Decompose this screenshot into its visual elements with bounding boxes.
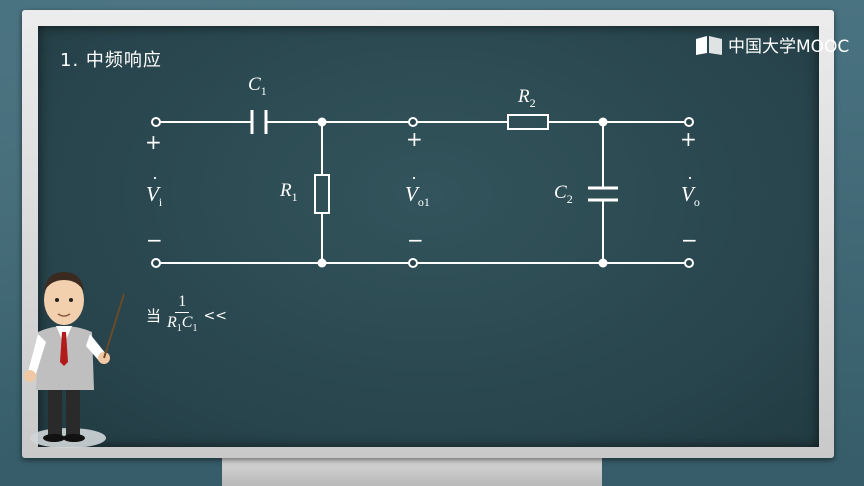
- r2-label: R2: [518, 86, 536, 110]
- vo-minus: −: [681, 228, 698, 252]
- condition-formula: 当 1 R1C1 <<: [146, 292, 227, 339]
- blackboard: [38, 26, 819, 447]
- c1-label: C1: [248, 74, 267, 98]
- terminal-out-bottom: [684, 258, 694, 268]
- r1-body: [314, 174, 330, 214]
- fraction-numerator: 1: [175, 292, 190, 313]
- mooc-logo: 中国大学MOOC: [694, 32, 849, 57]
- terminal-in-top: [151, 117, 161, 127]
- node-top-c2: [598, 117, 608, 127]
- vi-label: Vi: [146, 168, 162, 210]
- terminal-mid-top: [408, 117, 418, 127]
- r2-body: [507, 114, 549, 130]
- vo1-plus: +: [406, 127, 423, 151]
- logo-text: 中国大学MOOC: [728, 37, 850, 57]
- board-stand: [222, 458, 602, 486]
- r1-label: R1: [280, 180, 298, 204]
- vi-minus: −: [146, 228, 163, 252]
- vo1-label: Vo1: [405, 168, 430, 210]
- fraction: 1 R1C1: [167, 292, 197, 339]
- fraction-denominator: R1C1: [167, 314, 198, 335]
- node-top-r1: [317, 117, 327, 127]
- vo-plus: +: [680, 127, 697, 151]
- formula-relation: <<: [203, 307, 227, 324]
- terminal-out-top: [684, 117, 694, 127]
- node-bottom-r1: [317, 258, 327, 268]
- teacher-avatar: [24, 272, 125, 448]
- terminal-mid-bottom: [408, 258, 418, 268]
- slide-title: 1. 中频响应: [60, 50, 162, 71]
- c2-label: C2: [554, 182, 573, 206]
- vi-plus: +: [145, 130, 162, 154]
- formula-prefix: 当: [146, 307, 162, 326]
- vo-label: Vo: [681, 168, 700, 210]
- terminal-in-bottom: [151, 258, 161, 268]
- vo1-minus: −: [407, 228, 424, 252]
- node-bottom-c2: [598, 258, 608, 268]
- book-icon: [694, 34, 724, 56]
